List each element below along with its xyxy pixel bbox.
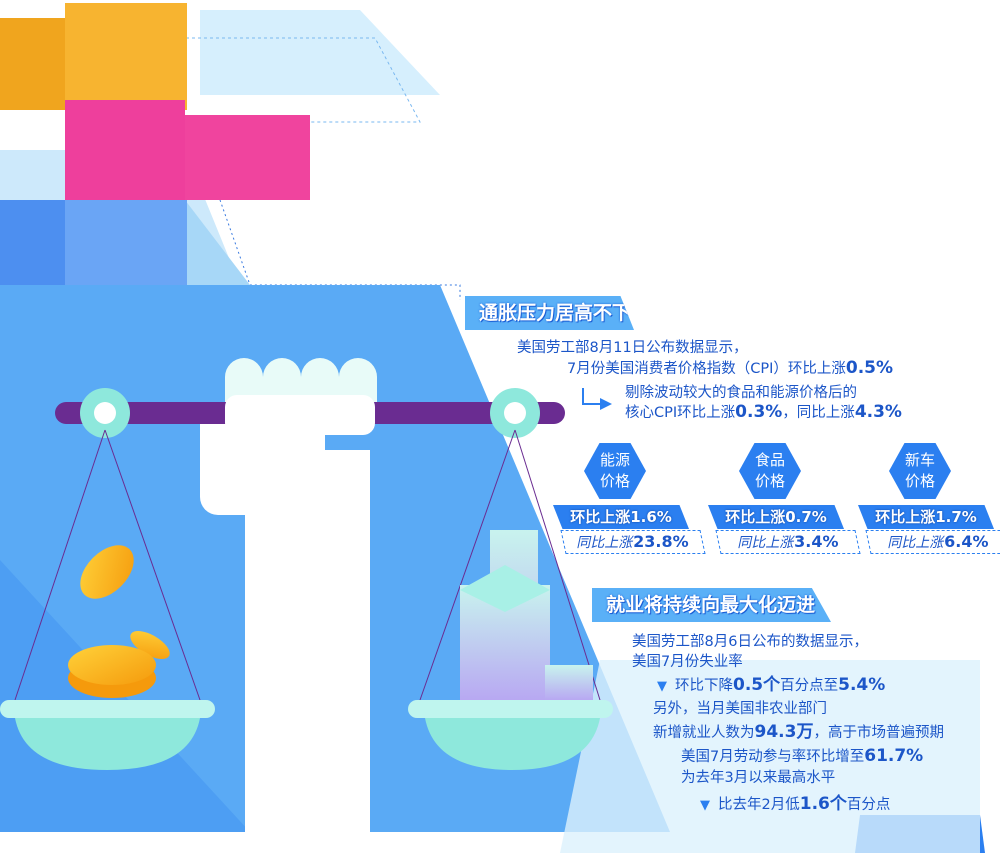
hex-label: 能源 [599, 451, 630, 469]
car-mom: 环比上涨1.7% [858, 505, 994, 529]
down-triangle-icon: ▼ [657, 679, 667, 694]
hex-label: 新车 [904, 451, 935, 469]
car-yoy: 同比上涨6.4% [865, 530, 1000, 554]
s2-line5-suffix: ，高于市场普遍预期 [813, 725, 944, 741]
section1-title: 通胀压力居高不下 [465, 296, 634, 330]
s2-line8: ▼ 比去年2月低1.6个百分点 [700, 789, 890, 814]
hex-label: 价格 [904, 472, 935, 490]
yoy-value: 23.8% [633, 532, 689, 551]
yoy-label: 同比上涨 [886, 535, 946, 551]
s2-line8-text: 比去年2月低 [718, 797, 800, 813]
unemployment-rate: 5.4% [838, 675, 886, 695]
coin [80, 545, 134, 599]
left-pan [0, 700, 215, 718]
mom-label: 环比上涨 [875, 508, 936, 526]
s2-line7: 为去年3月以来最高水平 [681, 770, 836, 786]
food-mom: 环比上涨0.7% [708, 505, 844, 529]
nonfarm-jobs: 94.3万 [754, 722, 814, 742]
section2-title: 就业将持续向最大化迈进 [592, 588, 831, 622]
s1-line4: 核心CPI环比上涨0.3%，同比上涨4.3% [625, 401, 902, 422]
s2-line6: 美国7月劳动参与率环比增至61.7% [681, 745, 923, 766]
s1-line4-mid: ，同比上涨 [782, 405, 855, 421]
hex-label: 食品 [754, 451, 785, 469]
mom-label: 环比上涨 [725, 508, 786, 526]
s2-line5-text: 新增就业人数为 [653, 725, 755, 741]
mom-value: 1.6% [630, 508, 672, 526]
s2-line4: 另外，当月美国非农业部门 [653, 701, 827, 717]
s1-line3: 剔除波动较大的食品和能源价格后的 [625, 385, 857, 401]
participation-gap: 1.6个 [799, 794, 847, 814]
mom-label: 环比上涨 [570, 508, 631, 526]
blue-block [0, 200, 70, 285]
right-pan [408, 700, 613, 718]
s2-line3: ▼ 环比下降0.5个百分点至5.4% [657, 670, 885, 695]
pink-block [65, 100, 185, 200]
cpi-mom-value: 0.5% [845, 358, 894, 378]
s1-line2: 7月份美国消费者价格指数（CPI）环比上涨0.5% [567, 357, 893, 378]
arrow-icon [582, 388, 602, 405]
fist [245, 450, 370, 853]
s2-line8-suffix: 百分点 [846, 797, 891, 813]
s2-line2: 美国7月份失业率 [632, 654, 743, 670]
s1-line2-text: 7月份美国消费者价格指数（CPI）环比上涨 [567, 361, 846, 377]
core-cpi-yoy: 4.3% [854, 402, 902, 422]
s2-line3-mid: 百分点至 [780, 678, 839, 694]
down-triangle-icon: ▼ [700, 798, 710, 813]
mom-value: 1.7% [935, 508, 977, 526]
yoy-value: 6.4% [943, 532, 989, 551]
s2-line1: 美国劳工部8月6日公布的数据显示， [632, 634, 868, 650]
yoy-value: 3.4% [793, 532, 839, 551]
s2-line5: 新增就业人数为94.3万，高于市场普遍预期 [653, 717, 944, 742]
orange-block [0, 18, 70, 110]
food-yoy: 同比上涨3.4% [715, 530, 861, 554]
s1-line1: 美国劳工部8月11日公布数据显示， [517, 340, 748, 356]
s1-line4-text: 核心CPI环比上涨 [625, 405, 736, 421]
unemployment-drop: 0.5个 [733, 675, 781, 695]
energy-mom: 环比上涨1.6% [553, 505, 689, 529]
hex-label: 价格 [599, 472, 630, 490]
hex-label: 价格 [754, 472, 785, 490]
s2-line3-text: 环比下降 [675, 678, 733, 694]
s2-line6-text: 美国7月劳动参与率环比增至 [681, 749, 865, 765]
yoy-label: 同比上涨 [736, 535, 796, 551]
core-cpi-mom: 0.3% [735, 402, 783, 422]
energy-yoy: 同比上涨23.8% [560, 530, 706, 554]
mom-value: 0.7% [785, 508, 827, 526]
yoy-label: 同比上涨 [575, 535, 636, 551]
participation-rate: 61.7% [864, 746, 924, 766]
light-parallelogram [200, 10, 440, 95]
